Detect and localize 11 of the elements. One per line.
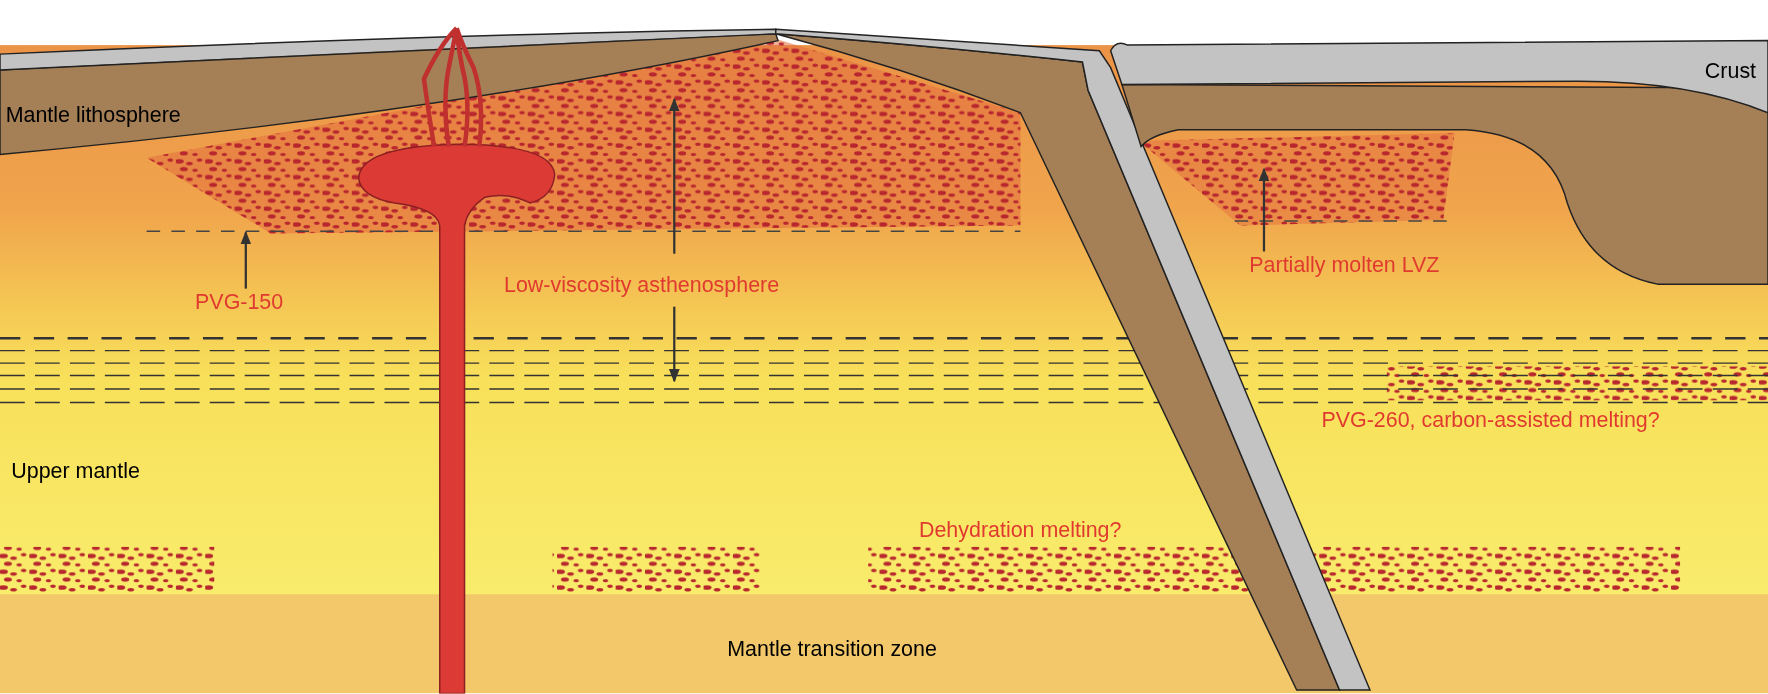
layer-label: Mantle lithosphere (5, 102, 181, 128)
zone-label: PVG-260, carbon-assisted melting? (1321, 408, 1660, 433)
layer-label: Crust (1704, 58, 1757, 84)
zone-label: Dehydration melting? (918, 517, 1122, 543)
zone-label: Low-viscosity asthenosphere (504, 272, 780, 298)
layer-label: Mantle transition zone (727, 637, 937, 662)
zone-label: Partially molten LVZ (1249, 252, 1440, 278)
leader-arrow (240, 230, 252, 289)
zone-label: PVG-150 (195, 289, 284, 315)
leader-arrow (1258, 167, 1270, 252)
layer-label: Upper mantle (11, 458, 140, 484)
